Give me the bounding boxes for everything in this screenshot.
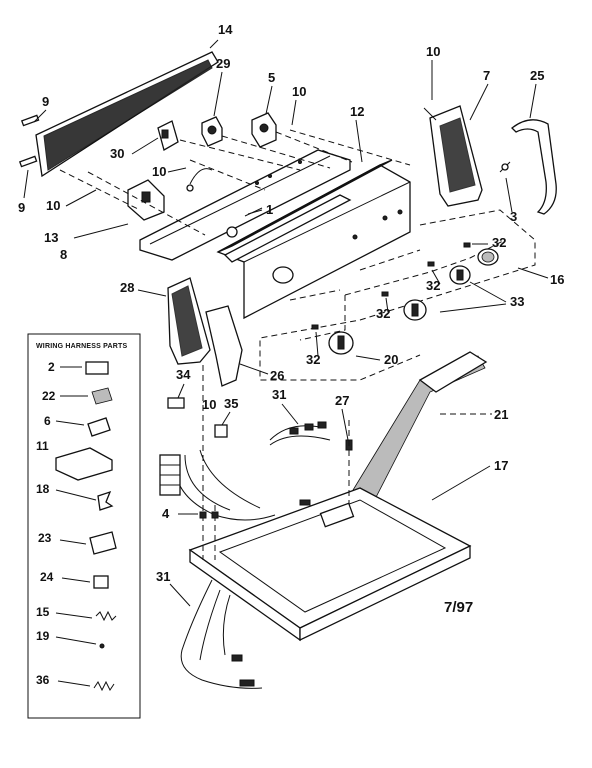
- harness-callout-19: 19: [36, 629, 50, 643]
- terminal-34: [167, 397, 185, 409]
- connector-block-4: [159, 454, 181, 496]
- callout-27: 27: [335, 393, 349, 408]
- harness-part-15: [95, 610, 117, 622]
- screw-3: [499, 161, 511, 173]
- callout-12: 12: [350, 104, 364, 119]
- console-end-cap: [511, 119, 557, 215]
- harness-callout-18: 18: [36, 482, 50, 496]
- harness-callout-2: 2: [48, 360, 55, 374]
- callout-10-d: 10: [46, 198, 60, 213]
- panel-leader-lines: [59, 129, 411, 236]
- callout-28: 28: [120, 280, 134, 295]
- screw-9-bottom: [18, 155, 38, 168]
- harness-part-6: [87, 417, 111, 437]
- callout-32-d: 32: [306, 352, 320, 367]
- callout-9-bottom: 9: [18, 200, 25, 215]
- callout-1: 1: [266, 202, 273, 217]
- knob-2: [449, 265, 471, 285]
- harness-part-2: [85, 361, 109, 375]
- harness-part-19: [99, 643, 105, 649]
- callout-32-b: 32: [426, 278, 440, 293]
- callout-26: 26: [270, 368, 284, 383]
- harness-callout-15: 15: [36, 605, 50, 619]
- callout-labels: 14 9 9 29 5 10 10 7 25 12 30 10 10 1 13 …: [18, 22, 564, 584]
- callout-14: 14: [218, 22, 233, 37]
- callout-32-c: 32: [376, 306, 390, 321]
- harness-part-18: [97, 490, 114, 511]
- assembly-guides: [199, 365, 492, 560]
- harness-part-22: [91, 387, 113, 405]
- callout-3: 3: [510, 209, 517, 224]
- callout-7: 7: [483, 68, 490, 83]
- harness-callout-23: 23: [38, 531, 52, 545]
- terminal-35: [214, 424, 228, 438]
- harness-part-24: [93, 575, 109, 589]
- callout-34: 34: [176, 367, 191, 382]
- knob-20: [328, 331, 354, 355]
- callout-10-a: 10: [292, 84, 306, 99]
- callout-31-top: 31: [272, 387, 286, 402]
- harness-part-23: [89, 531, 117, 555]
- spring-clips-32: [311, 242, 471, 330]
- side-bracket-26: [205, 305, 243, 387]
- callout-30: 30: [110, 146, 124, 161]
- callout-9-top: 9: [42, 94, 49, 109]
- harness-callout-36: 36: [36, 673, 50, 687]
- switch-5: [251, 112, 277, 148]
- top-panel-17: [188, 487, 472, 642]
- switch-29: [201, 116, 223, 147]
- control-console: [216, 159, 411, 320]
- callout-10-b: 10: [426, 44, 440, 59]
- callout-leaders: [23, 60, 549, 607]
- harness-part-11: [55, 447, 113, 481]
- callout-5: 5: [268, 70, 275, 85]
- callout-20: 20: [384, 352, 398, 367]
- harness-callout-22: 22: [42, 389, 56, 403]
- callout-32-a: 32: [492, 235, 506, 250]
- callout-8: 8: [60, 247, 67, 262]
- console-back-panel: [35, 39, 219, 178]
- callout-10-e: 10: [202, 397, 216, 412]
- callout-35: 35: [224, 396, 238, 411]
- callout-4: 4: [162, 506, 170, 521]
- date-code: 7/97: [444, 599, 473, 616]
- lint-chute-21: [349, 351, 488, 506]
- harness-box-title: WIRING HARNESS PARTS: [36, 343, 128, 350]
- callout-29: 29: [216, 56, 230, 71]
- harness-callout-11: 11: [36, 439, 49, 453]
- callout-31-bottom: 31: [156, 569, 170, 584]
- wire-harness-31-bottom: [180, 579, 263, 689]
- control-panel-bracket: [139, 149, 352, 263]
- wiring-harness-parts-box: WIRING HARNESS PARTS 2 22 6 11 18 23 24 …: [27, 333, 141, 719]
- harness-callout-24: 24: [40, 570, 54, 584]
- timer-30: [157, 120, 179, 151]
- callout-17: 17: [494, 458, 508, 473]
- knob-1: [477, 248, 499, 266]
- wire-clip: [186, 168, 213, 192]
- callout-21: 21: [494, 407, 508, 422]
- harness-callout-6: 6: [44, 414, 51, 428]
- harness-part-36: [93, 680, 115, 692]
- knob-3: [403, 299, 427, 321]
- callout-25: 25: [530, 68, 544, 83]
- callout-10-c: 10: [152, 164, 166, 179]
- callout-33: 33: [510, 294, 524, 309]
- callout-16: 16: [550, 272, 564, 287]
- callout-13: 13: [44, 230, 58, 245]
- switch-13: [127, 179, 165, 221]
- console-end-bracket: [423, 105, 483, 207]
- side-bracket-28: [167, 277, 211, 365]
